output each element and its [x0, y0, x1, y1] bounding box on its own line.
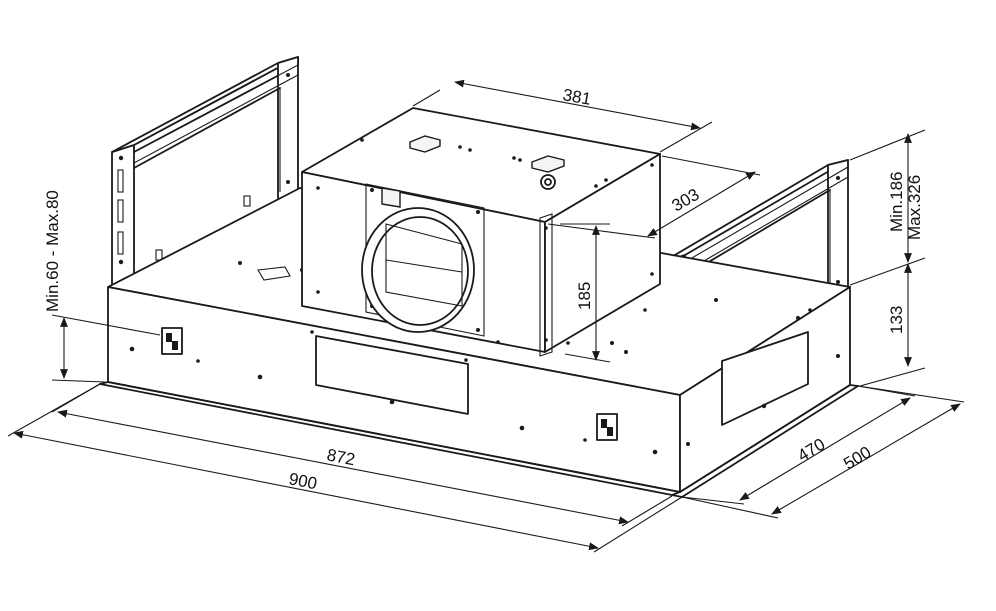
motor-box — [301, 107, 661, 357]
label-min186: Min.186 — [887, 172, 906, 232]
label-303: 303 — [669, 185, 703, 216]
label-max326: Max.326 — [905, 175, 924, 240]
label-872: 872 — [325, 445, 356, 469]
label-900: 900 — [287, 469, 318, 493]
label-min60-max80: Min.60 - Max.80 — [43, 190, 62, 312]
left-latch — [161, 327, 183, 355]
label-500: 500 — [840, 443, 874, 474]
label-381: 381 — [561, 85, 592, 109]
label-133: 133 — [887, 306, 906, 334]
label-470: 470 — [794, 435, 828, 466]
label-185: 185 — [575, 282, 594, 310]
right-latch — [596, 413, 618, 441]
dimension-lines — [7, 79, 965, 553]
